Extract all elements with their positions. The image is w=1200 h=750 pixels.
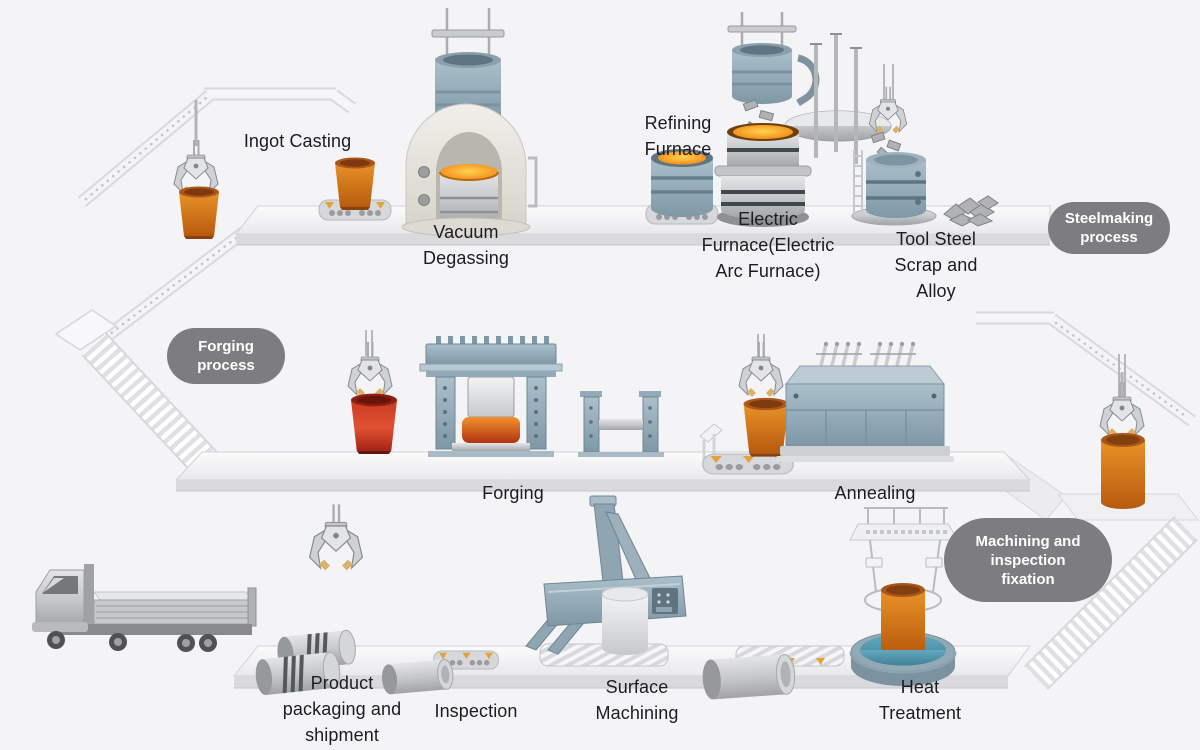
heat-treatment-machine: [849, 507, 959, 686]
scrap-pile: [943, 195, 999, 227]
ingot-casting-crane: [173, 139, 219, 239]
forging-side-press-machine: [578, 391, 664, 457]
label-surface-machining: Surface Machining: [595, 677, 679, 723]
ingot-casting-station: [318, 157, 392, 221]
badge-forging-process: Forging process: [167, 328, 285, 384]
vacuum-degassing-machine: [401, 8, 538, 237]
packaged-product: [255, 629, 356, 696]
packaging-crane: [308, 503, 364, 572]
transfer-crane-right: [1099, 354, 1145, 509]
badge-steelmaking-process: Steelmaking process: [1048, 202, 1170, 254]
inspection-station: [381, 650, 499, 695]
annealing-crane: [699, 334, 794, 475]
surface-machining-machine: [525, 495, 687, 667]
label-product-packaging: Product packaging and shipment: [282, 673, 402, 745]
truck: [32, 564, 257, 652]
electric-arc-furnace-machine: [714, 12, 892, 227]
label-inspection: Inspection: [434, 701, 518, 721]
label-vacuum-degassing: Vacuum Degassing: [423, 222, 509, 268]
label-ingot-casting: Ingot Casting: [243, 131, 352, 151]
conveyor-rails: [54, 87, 1200, 691]
forging-crane: [347, 330, 397, 455]
refining-furnace-machine: [645, 149, 719, 225]
forging-press-machine: [419, 336, 563, 457]
machined-cylinder: [702, 645, 845, 700]
label-refining-furnace: Refining Furnace: [644, 113, 712, 159]
annealing-furnace-machine: [776, 341, 954, 462]
label-heat-treatment: Heat Treatment: [878, 677, 962, 723]
label-forging: Forging: [482, 483, 544, 503]
label-electric-furnace: Electric Furnace(Electric Arc Furnace): [701, 209, 835, 281]
label-tool-steel-scrap: Tool Steel Scrap and Alloy: [894, 229, 978, 301]
tool-steel-scrap-station: [851, 64, 999, 227]
badge-machining-inspection: Machining and inspection fixation: [944, 518, 1112, 602]
label-annealing: Annealing: [834, 483, 916, 503]
